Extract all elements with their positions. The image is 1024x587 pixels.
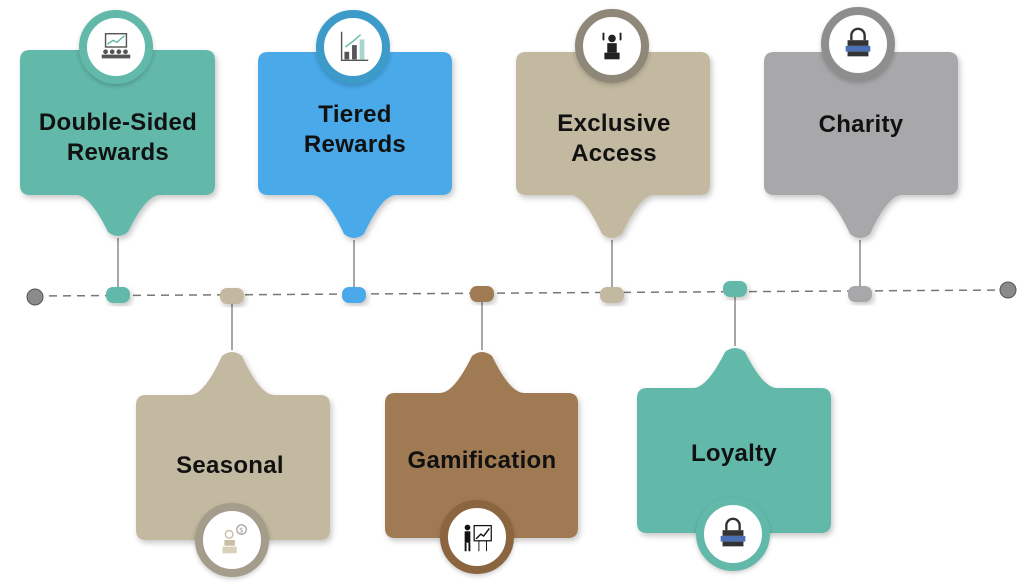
timeline-node-gamification [470, 286, 494, 302]
card-label-charity: Charity [764, 110, 958, 140]
presentation-audience-icon [79, 10, 153, 84]
card-double-sided-rewards [20, 50, 215, 236]
label-line: Double-Sided [38, 109, 198, 136]
card-label-gamification: Gamification [407, 447, 557, 474]
svg-text:$: $ [239, 526, 243, 534]
timeline-end-dot [999, 281, 1017, 299]
label-line: Rewards [66, 139, 170, 166]
card-label-exclusive-access: Exclusive Access [516, 109, 712, 169]
label-line: Rewards [303, 131, 407, 158]
timeline-start-dot [26, 288, 44, 306]
label-line: Tiered [318, 101, 392, 128]
card-label-seasonal: Seasonal [176, 452, 284, 479]
bar-chart-growth-icon [316, 10, 390, 84]
card-seasonal [136, 352, 330, 540]
presenter-chart-icon [440, 500, 514, 574]
timeline-node-double-sided [106, 287, 130, 303]
timeline-node-loyalty [723, 281, 747, 297]
card-label-loyalty: Loyalty [690, 440, 778, 467]
timeline-node-exclusive [600, 287, 624, 303]
card-charity [764, 52, 958, 238]
timeline-node-charity [848, 286, 872, 302]
card-tiered-rewards [258, 52, 452, 238]
label-line: Charity [818, 111, 904, 138]
label-line: Exclusive [557, 110, 671, 137]
timeline-node-seasonal [220, 288, 244, 304]
shopping-bag-icon [696, 497, 770, 571]
shopping-bag-icon [821, 7, 895, 81]
card-gamification [385, 352, 578, 538]
speaker-dollar-icon: $ [195, 503, 269, 577]
card-exclusive-access [516, 52, 710, 238]
card-label-tiered-rewards: Tiered Rewards [258, 100, 452, 160]
card-label-double-sided-rewards: Double-Sided Rewards [20, 108, 216, 168]
timeline-node-tiered [342, 287, 366, 303]
vip-person-icon [575, 9, 649, 83]
label-line: Access [571, 140, 657, 167]
card-loyalty [637, 348, 831, 533]
